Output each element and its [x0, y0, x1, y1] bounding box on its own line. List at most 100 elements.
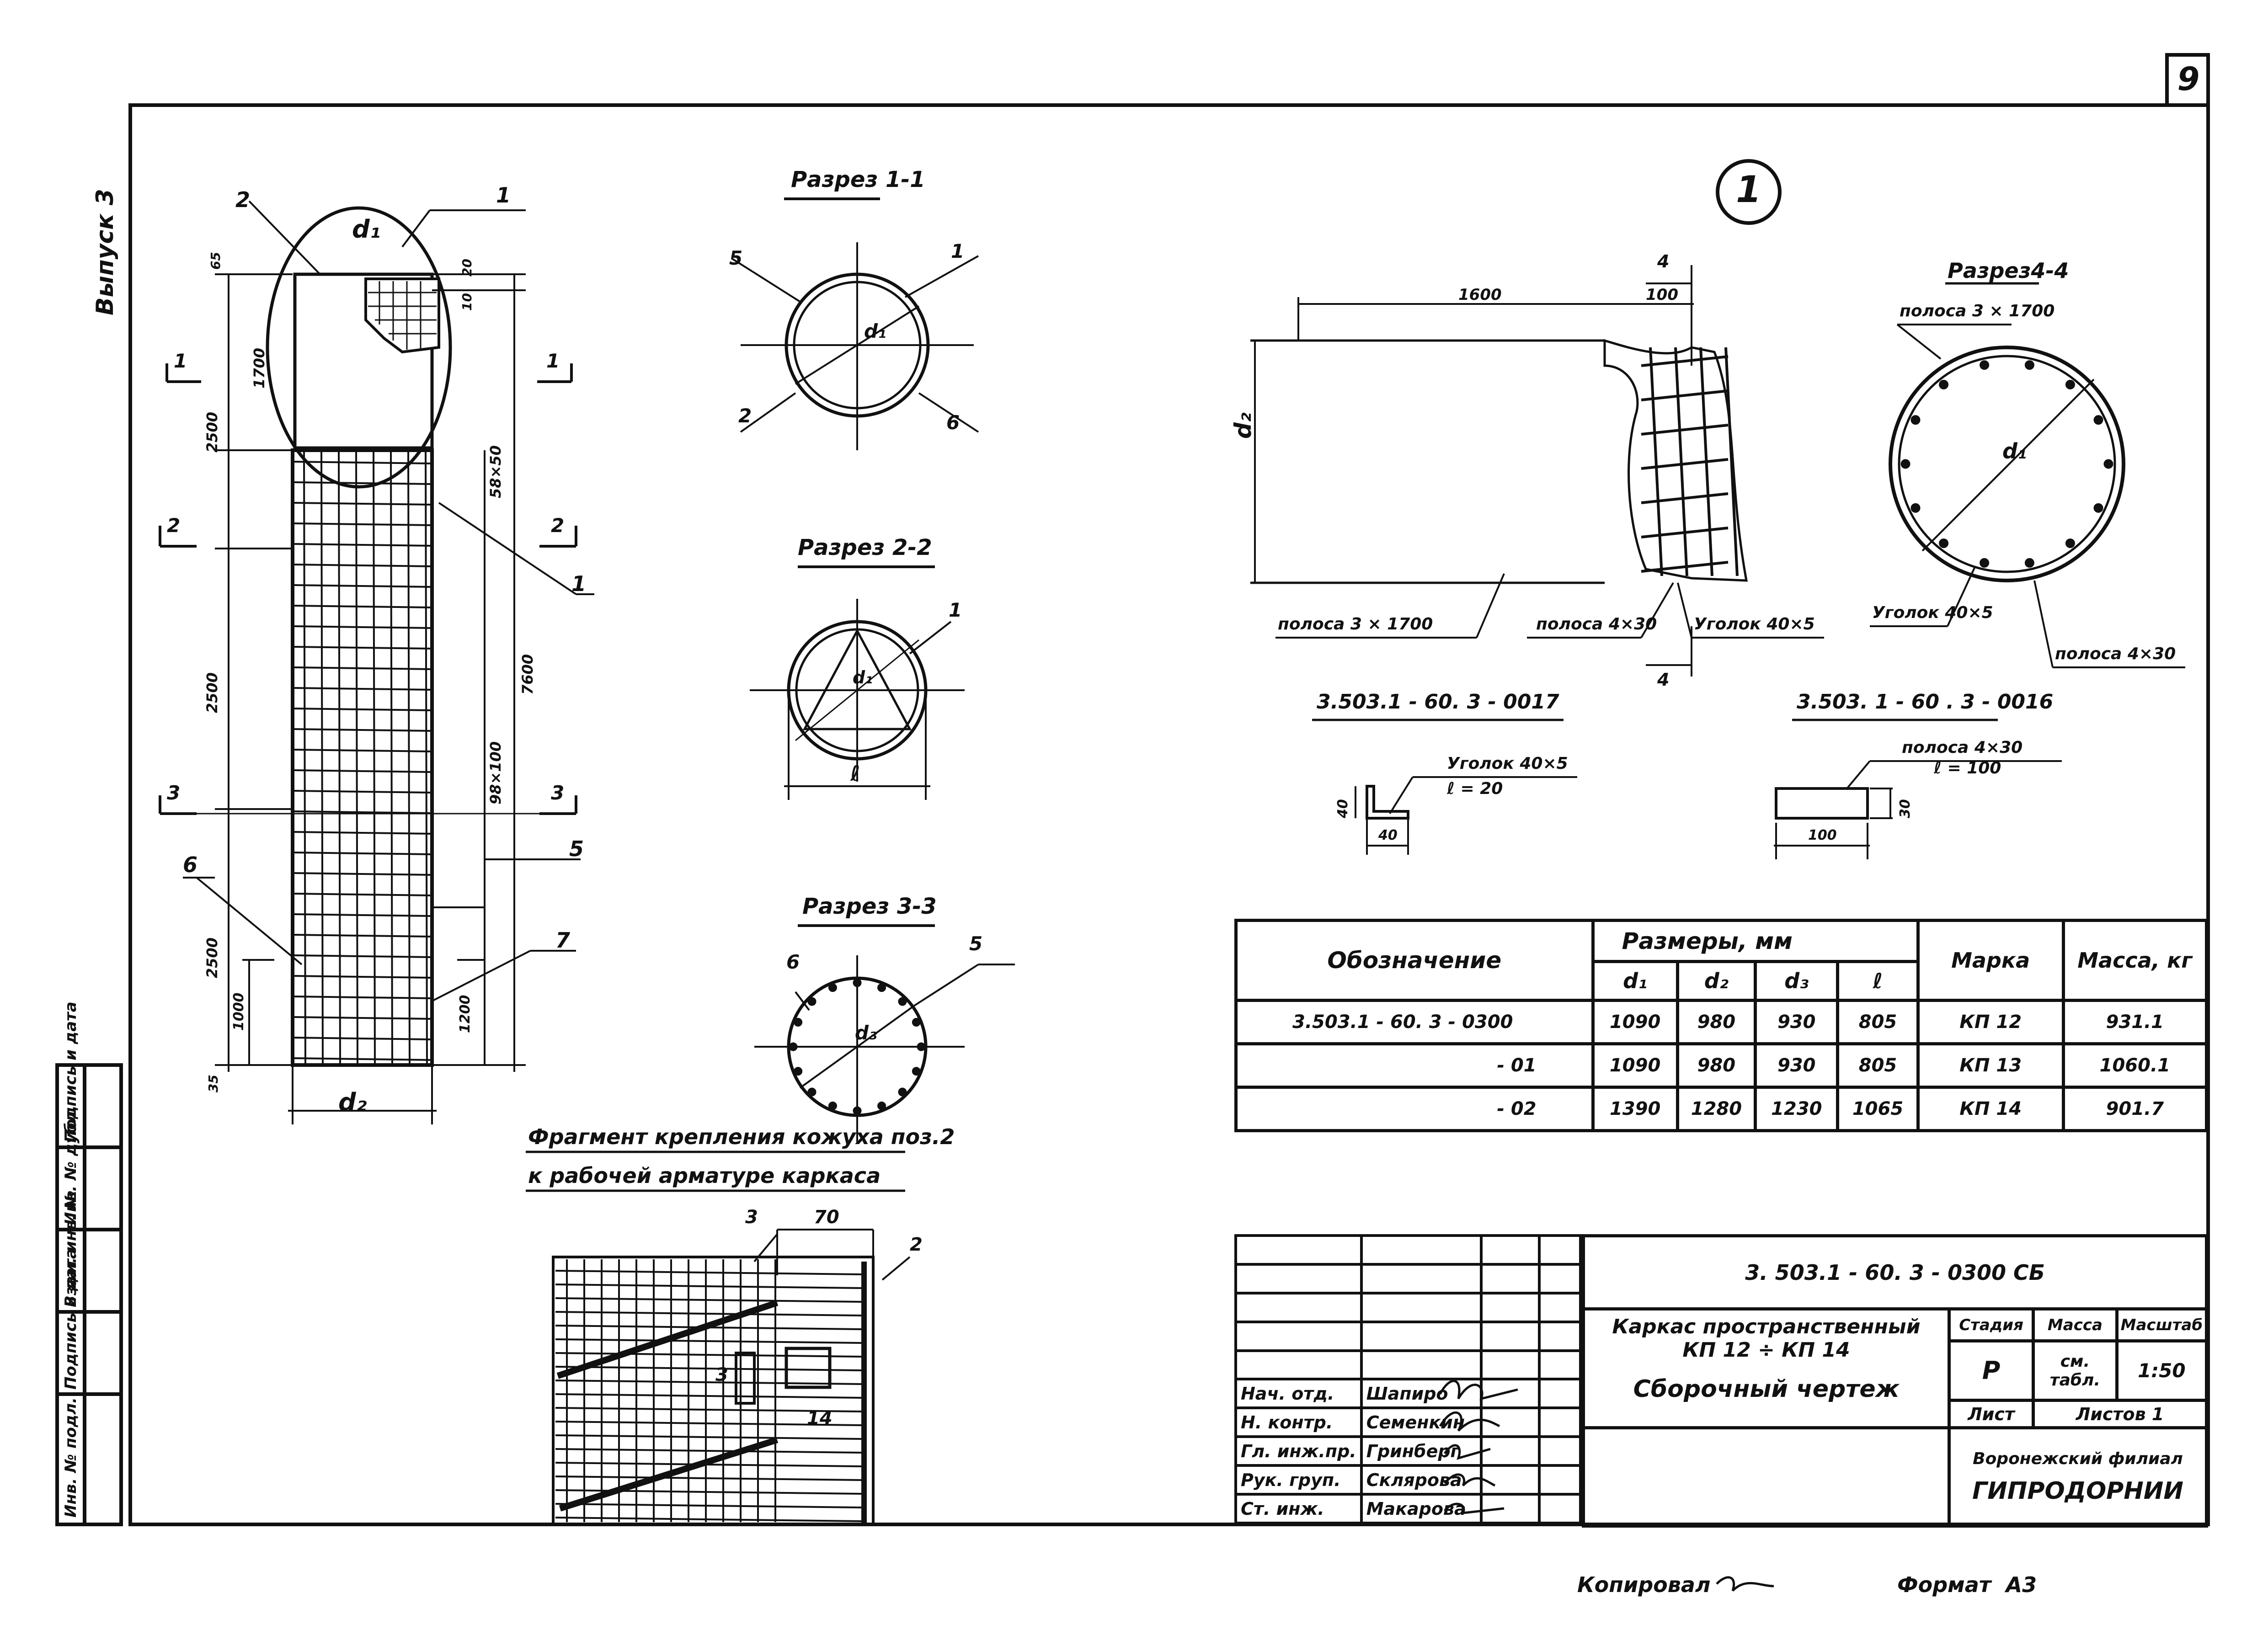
section-2-2-drawing: [750, 565, 965, 800]
section-4-4-title: Разрез4-4: [1948, 258, 2069, 283]
section-mark: 4: [1657, 251, 1670, 272]
dimension-text: 30: [1897, 799, 1913, 818]
person-name: Шапиро: [1360, 1378, 1483, 1410]
position-number: 1: [949, 599, 962, 621]
dimension-text: 1700: [251, 347, 268, 389]
fragment-title-line1: Фрагмент крепления кожуха поз.2: [528, 1124, 955, 1149]
signature-cell: [1480, 1435, 1541, 1467]
spec-sub-d3: d₃: [1754, 960, 1840, 1002]
title-block: Нач. отд.Шапиро Н. контр.Семенкин Гл. ин…: [1234, 1234, 2209, 1528]
dimension-text: 40: [1378, 827, 1398, 843]
section-label: d₁: [853, 667, 873, 687]
title-block-people: Нач. отд.Шапиро Н. контр.Семенкин Гл. ин…: [1234, 1234, 1582, 1524]
position-number: 5: [569, 836, 584, 861]
table-row: - 01 1090 980 930 805 КП 13 1060.1: [1234, 1042, 2209, 1089]
diameter-label: d₂: [338, 1088, 367, 1117]
signature-cell: [1480, 1406, 1541, 1438]
position-number: 6: [183, 852, 198, 877]
section-mark: 2: [551, 514, 565, 537]
section-ell-label: ℓ: [850, 761, 860, 786]
stage-value: Р: [1948, 1339, 2035, 1402]
organization-line1: Воронежский филиал: [1973, 1449, 2183, 1468]
spec-cell-d1: 1390: [1591, 1086, 1679, 1132]
section-2-2-title: Разрез 2-2: [798, 535, 932, 560]
side-stamp-frame: [55, 1063, 123, 1526]
dimension-text: 100: [1808, 827, 1837, 843]
fragment-drawing: [526, 1151, 911, 1526]
detail-0017-drawing: [1312, 719, 1577, 855]
dimension-text: 70: [814, 1207, 839, 1228]
spec-cell-d2: 980: [1676, 1042, 1757, 1089]
person-name: Гринберг: [1360, 1435, 1483, 1467]
section-callout: полоса 3 × 1700: [1900, 302, 2055, 320]
organization-line2: ГИПРОДОРНИИ: [1972, 1477, 2183, 1505]
spec-cell-d3: 930: [1754, 999, 1840, 1045]
spec-sub-l: ℓ: [1836, 960, 1920, 1002]
position-number: 7: [555, 928, 571, 953]
dimension-text: 10: [459, 293, 475, 311]
node-marker: 1: [1736, 168, 1761, 211]
spec-sub-d2: d₂: [1676, 960, 1757, 1002]
dimension-text: 35: [206, 1075, 221, 1092]
detail-code: 3.503.1 - 60. 3 - 0017: [1317, 690, 1559, 714]
person-name: Макарова: [1360, 1493, 1483, 1524]
section-mark: 2: [167, 514, 181, 537]
node-diameter-label: d₂: [1230, 412, 1256, 439]
section-mark: 1: [546, 350, 560, 372]
person-name: Семенкин: [1360, 1406, 1483, 1438]
detail-length: ℓ = 100: [1934, 759, 2001, 778]
node-callout: Уголок 40×5: [1694, 615, 1815, 634]
section-mark: 1: [174, 350, 187, 372]
table-row: Рук. груп.Склярова: [1234, 1464, 1582, 1496]
dimension-text: 1000: [231, 992, 247, 1031]
spec-cell-mark: КП 14: [1916, 1086, 2065, 1132]
spec-cell-code: - 02: [1234, 1086, 1595, 1132]
side-stamp-label: Подпись и дата: [62, 1001, 80, 1143]
spec-cell-l: 805: [1836, 999, 1920, 1045]
dimension-text: 2500: [203, 937, 221, 978]
spec-cell-l: 805: [1836, 1042, 1920, 1089]
dimension-text: 98×100: [487, 741, 504, 804]
fragment-title-line2: к рабочей арматуре каркаса: [528, 1163, 881, 1188]
section-1-1-drawing: [731, 197, 979, 450]
person-name: Склярова: [1360, 1464, 1483, 1496]
spec-header-mass: Масса, кг: [2061, 919, 2209, 1002]
person-role: Ст. инж.: [1234, 1493, 1363, 1524]
scale-label: Масштаб: [2115, 1307, 2209, 1342]
spec-cell-mark: КП 13: [1916, 1042, 2065, 1089]
position-number: 14: [807, 1408, 832, 1429]
spec-cell-d3: 1230: [1754, 1086, 1840, 1132]
table-row: 3.503.1 - 60. 3 - 0300 1090 980 930 805 …: [1234, 999, 2209, 1045]
position-number: 3: [745, 1207, 758, 1228]
spec-cell-d3: 930: [1754, 1042, 1840, 1089]
spec-header-designation: Обозначение: [1234, 919, 1595, 1002]
spec-cell-code: - 01: [1234, 1042, 1595, 1089]
table-row: Гл. инж.пр.Гринберг: [1234, 1435, 1582, 1467]
spec-sub-d1: d₁: [1591, 960, 1679, 1002]
section-label: d₁: [864, 320, 886, 342]
doc-name-line2: КП 12 ÷ КП 14: [1682, 1338, 1850, 1362]
position-number: 2: [738, 405, 752, 427]
dimension-text: 7600: [519, 654, 536, 695]
person-role: Рук. груп.: [1234, 1464, 1363, 1496]
doc-name-cell: Каркас пространственный КП 12 ÷ КП 14 Сб…: [1581, 1307, 1951, 1429]
table-row: Ст. инж.Макарова: [1234, 1493, 1582, 1524]
section-3-3-title: Разрез 3-3: [802, 894, 937, 919]
detail-callout: полоса 4×30: [1902, 738, 2023, 757]
table-row: Нач. отд.Шапиро: [1234, 1378, 1582, 1410]
position-number: 5: [729, 247, 743, 269]
person-role: Гл. инж.пр.: [1234, 1435, 1363, 1467]
detail-callout: Уголок 40×5: [1447, 754, 1568, 773]
table-row: Н. контр.Семенкин: [1234, 1406, 1582, 1438]
section-1-1-title: Разрез 1-1: [791, 167, 925, 192]
dimension-text: 65: [208, 252, 223, 270]
spec-cell-l: 1065: [1836, 1086, 1920, 1132]
section-callout: полоса 4×30: [2055, 645, 2176, 663]
node-callout: полоса 4×30: [1536, 615, 1657, 634]
dimension-text: 40: [1335, 799, 1351, 818]
spec-cell-mass: 901.7: [2061, 1086, 2209, 1132]
detail-length: ℓ = 20: [1447, 779, 1503, 798]
node-callout: полоса 3 × 1700: [1278, 615, 1433, 634]
section-mark: 4: [1657, 670, 1670, 690]
position-number: 3: [715, 1364, 728, 1385]
